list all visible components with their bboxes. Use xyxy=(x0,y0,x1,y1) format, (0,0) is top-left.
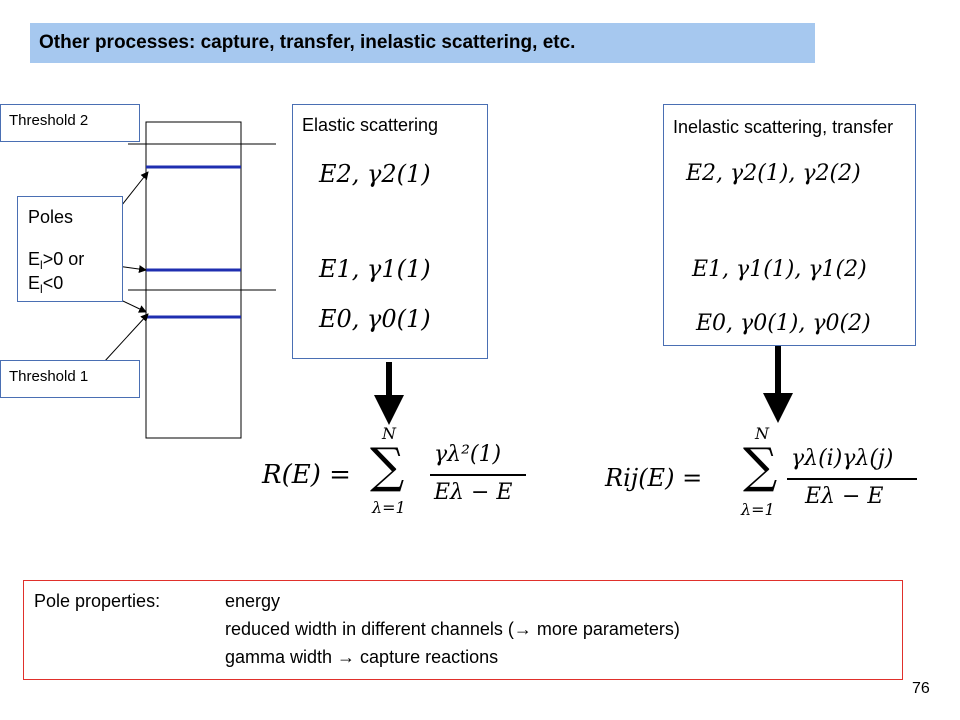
elastic-row-2: E2, γ2(1) xyxy=(319,160,431,188)
elastic-formula: R(E) = N ∑ λ=1 γλ²(1) Eλ − E xyxy=(262,420,542,530)
elastic-fraction-bar xyxy=(430,474,526,476)
inelastic-fraction-bar xyxy=(787,478,917,480)
property-gamma-width: gamma width → capture reactions xyxy=(225,647,499,667)
inelastic-denominator: Eλ − E xyxy=(805,484,884,509)
inelastic-numerator: γλ(i)γλ(j) xyxy=(791,446,894,471)
slide-title: Other processes: capture, transfer, inel… xyxy=(30,23,815,63)
sum-icon: ∑ xyxy=(743,438,778,494)
threshold-arrow xyxy=(103,313,149,363)
sum-icon: ∑ xyxy=(370,438,405,494)
inelastic-title: Inelastic scattering, transfer xyxy=(673,117,894,137)
elastic-numerator: γλ²(1) xyxy=(434,442,502,467)
elastic-sum-bottom: λ=1 xyxy=(372,498,406,517)
elastic-denominator: Eλ − E xyxy=(434,480,513,505)
elastic-box: Elastic scattering E2, γ2(1) E1, γ1(1) E… xyxy=(292,104,488,359)
elastic-formula-lhs: R(E) = xyxy=(262,460,351,490)
inelastic-row-0: E0, γ0(1), γ0(2) xyxy=(696,311,871,336)
poles-line-1: El>0 or xyxy=(28,249,85,272)
elastic-title: Elastic scattering xyxy=(302,115,439,135)
threshold-2-label: Threshold 2 xyxy=(0,104,140,142)
threshold-1-label: Threshold 1 xyxy=(0,360,140,398)
page-number: 76 xyxy=(912,680,930,697)
inelastic-formula-lhs: Rij(E) = xyxy=(605,464,703,492)
property-energy: energy xyxy=(225,591,281,611)
pole-properties-box: Pole properties: energy reduced width in… xyxy=(23,580,903,680)
inelastic-box: Inelastic scattering, transfer E2, γ2(1)… xyxy=(663,104,916,346)
elastic-row-1: E1, γ1(1) xyxy=(319,255,431,283)
inelastic-row-1: E1, γ1(1), γ1(2) xyxy=(692,257,867,282)
inelastic-formula: Rij(E) = N ∑ λ=1 γλ(i)γλ(j) Eλ − E xyxy=(605,420,935,530)
poles-box: Poles El>0 or El<0 xyxy=(17,196,123,302)
elastic-row-0: E0, γ0(1) xyxy=(319,305,431,333)
poles-title: Poles xyxy=(28,207,74,227)
inelastic-sum-top: N xyxy=(755,424,769,443)
potential-well xyxy=(145,121,242,439)
elastic-sum-top: N xyxy=(382,424,396,443)
property-reduced-width: reduced width in different channels (→ m… xyxy=(225,619,680,639)
inelastic-row-2: E2, γ2(1), γ2(2) xyxy=(686,161,861,186)
pole-properties-label: Pole properties: xyxy=(34,591,161,611)
inelastic-sum-bottom: λ=1 xyxy=(741,500,775,519)
poles-line-2: El<0 xyxy=(28,273,64,296)
